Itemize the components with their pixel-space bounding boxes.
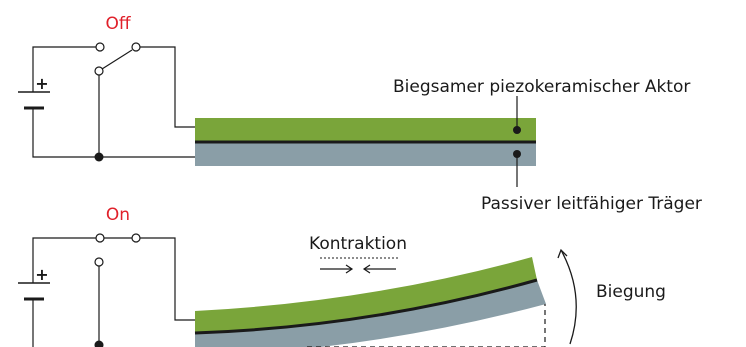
contraction-arrow-left [362, 264, 396, 274]
bending-label: Biegung [596, 282, 666, 302]
top-switch-contact-right [131, 42, 141, 52]
top-switch-lever [101, 49, 133, 70]
top-junction-dot [94, 152, 104, 162]
top-switch-label: Off [105, 14, 131, 34]
bottom-circuit: On + Kontraktion [18, 205, 666, 347]
contraction-arrow-right [320, 264, 354, 274]
bottom-beam-center-electrode [194, 278, 538, 335]
top-wire-left-lower [32, 108, 195, 158]
top-carrier-layer [195, 142, 536, 166]
bending-arc-arrow [560, 249, 577, 345]
bottom-carrier-layer [195, 280, 546, 347]
bottom-junction-dot [94, 340, 104, 347]
carrier-label: Passiver leitfähiger Träger [481, 194, 702, 214]
top-circuit: Off + Biegsamer piezokeramischer Aktor P… [18, 14, 702, 214]
top-battery-plus-sign: + [35, 74, 48, 93]
bottom-wire-right [136, 237, 195, 321]
top-wire-right [136, 46, 195, 128]
bottom-wire-left-upper [32, 237, 100, 283]
top-actuator-layer [195, 118, 536, 142]
bottom-switch-contact-left [95, 233, 105, 243]
contraction-label: Kontraktion [309, 234, 407, 254]
top-switch-pivot [94, 66, 104, 76]
top-switch-contact-left [95, 42, 105, 52]
bending-arrow-head [557, 248, 568, 259]
bottom-switch-contact-right [131, 233, 141, 243]
bottom-actuator-layer [195, 257, 537, 333]
bottom-switch-pivot [94, 257, 104, 267]
bottom-switch-label: On [106, 205, 130, 225]
top-wire-left-upper [32, 46, 100, 92]
actuator-label: Biegsamer piezokeramischer Aktor [393, 77, 690, 97]
bottom-battery-plus-sign: + [35, 265, 48, 284]
